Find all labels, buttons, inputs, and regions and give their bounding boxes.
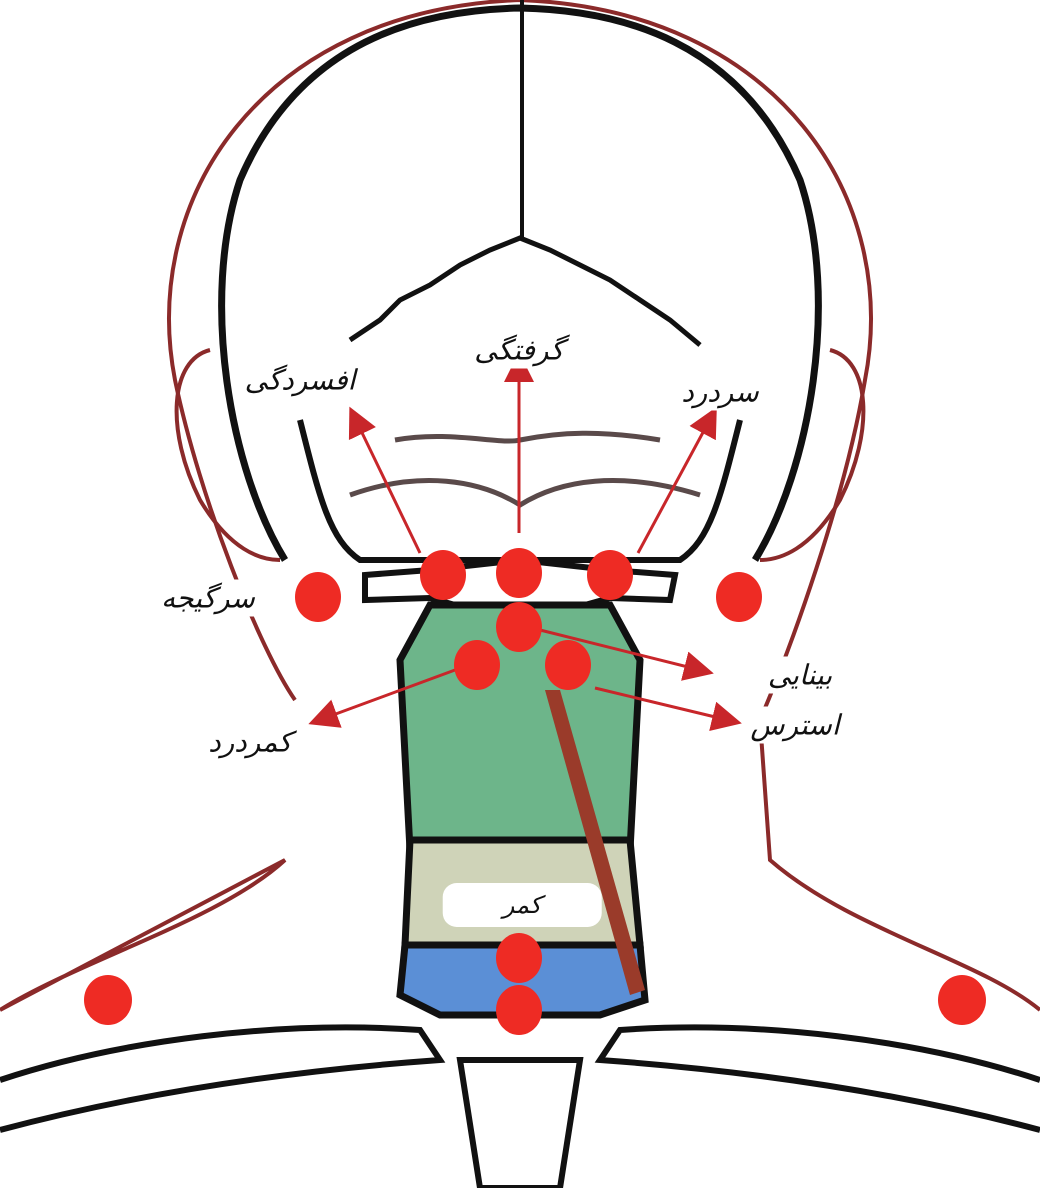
label-vision: بینایی bbox=[759, 656, 841, 694]
arrow-stress bbox=[594, 686, 742, 731]
clavicle-left bbox=[0, 1024, 446, 1133]
arrow-depression bbox=[348, 406, 422, 554]
neck-muscle bbox=[545, 690, 645, 995]
lambdoid-suture bbox=[348, 235, 702, 347]
pressure-point bbox=[496, 985, 542, 1035]
pressure-point bbox=[587, 550, 633, 600]
label-back-pain: کمردرد bbox=[200, 723, 300, 761]
pressure-point bbox=[716, 572, 762, 622]
label-back: کمر bbox=[442, 883, 602, 927]
label-stress: استرس bbox=[742, 706, 848, 744]
ear-right bbox=[759, 348, 866, 562]
pressure-point bbox=[496, 933, 542, 983]
arrows bbox=[308, 352, 742, 731]
pressure-point bbox=[84, 975, 132, 1025]
pressure-point bbox=[295, 572, 341, 622]
pressure-point bbox=[496, 602, 542, 652]
clavicle-right bbox=[594, 1024, 1040, 1133]
arrow-back-pain bbox=[308, 668, 456, 728]
pressure-point bbox=[454, 640, 500, 690]
pressure-points bbox=[84, 548, 986, 1035]
pressure-point bbox=[496, 548, 542, 598]
pressure-point bbox=[545, 640, 591, 690]
body-outline bbox=[0, 0, 1040, 1012]
occipital-ridge-1 bbox=[394, 430, 661, 444]
label-depression: افسردگی bbox=[236, 361, 364, 399]
pressure-point bbox=[938, 975, 986, 1025]
occipital-ridge-2 bbox=[349, 478, 701, 508]
arrow-vision bbox=[539, 628, 714, 681]
label-stiffness: گرفتگی bbox=[466, 331, 572, 369]
arrow-headache bbox=[636, 406, 717, 554]
sternum bbox=[456, 1057, 584, 1188]
label-headache: سردرد bbox=[673, 373, 767, 411]
ear-left bbox=[174, 348, 281, 562]
label-dizziness: سرگیجه bbox=[153, 579, 263, 617]
pressure-point bbox=[420, 550, 466, 600]
